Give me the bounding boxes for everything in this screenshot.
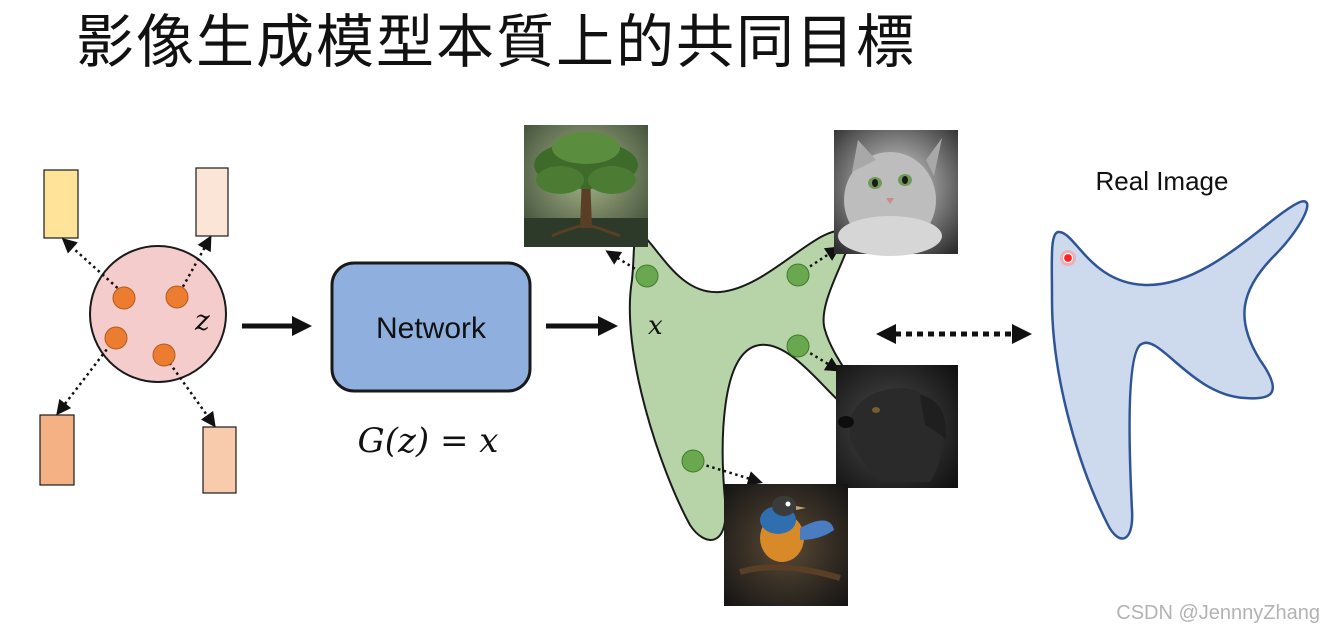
network-label: Network bbox=[376, 312, 487, 345]
latent-sample-rect bbox=[202, 426, 237, 494]
real-sample-point bbox=[1062, 252, 1074, 264]
latent-dot bbox=[165, 285, 189, 309]
latent-dotted-arrow bbox=[178, 235, 212, 293]
latent-dot bbox=[152, 343, 176, 367]
dog-image bbox=[836, 365, 958, 488]
generated-dot bbox=[786, 334, 810, 358]
cat-image bbox=[834, 130, 958, 256]
latent-sample-rect bbox=[195, 167, 229, 237]
network-equation: G(z) = x bbox=[358, 421, 499, 461]
network-box bbox=[330, 261, 532, 393]
latent-dot bbox=[104, 326, 128, 350]
latent-space-circle bbox=[89, 245, 227, 383]
latent-variable-label: z bbox=[194, 304, 210, 337]
page-title: 影像生成模型本質上的共同目標 bbox=[76, 8, 917, 76]
output-variable-label: x bbox=[648, 311, 663, 341]
latent-dotted-arrow bbox=[164, 357, 216, 428]
latent-dotted-arrow bbox=[56, 339, 115, 416]
latent-dotted-arrow bbox=[61, 237, 123, 293]
generated-dot bbox=[681, 449, 705, 473]
real-distribution-shape bbox=[1050, 200, 1309, 540]
real-image-label: Real Image bbox=[1096, 166, 1229, 196]
latent-dot bbox=[112, 286, 136, 310]
generated-dot bbox=[786, 263, 810, 287]
watermark: CSDN @JennnyZhang bbox=[1116, 602, 1320, 624]
generated-dot bbox=[635, 264, 659, 288]
latent-sample-rect bbox=[43, 169, 79, 239]
tree-image bbox=[524, 125, 648, 247]
bird-image bbox=[724, 484, 848, 606]
latent-sample-rect bbox=[39, 414, 75, 486]
